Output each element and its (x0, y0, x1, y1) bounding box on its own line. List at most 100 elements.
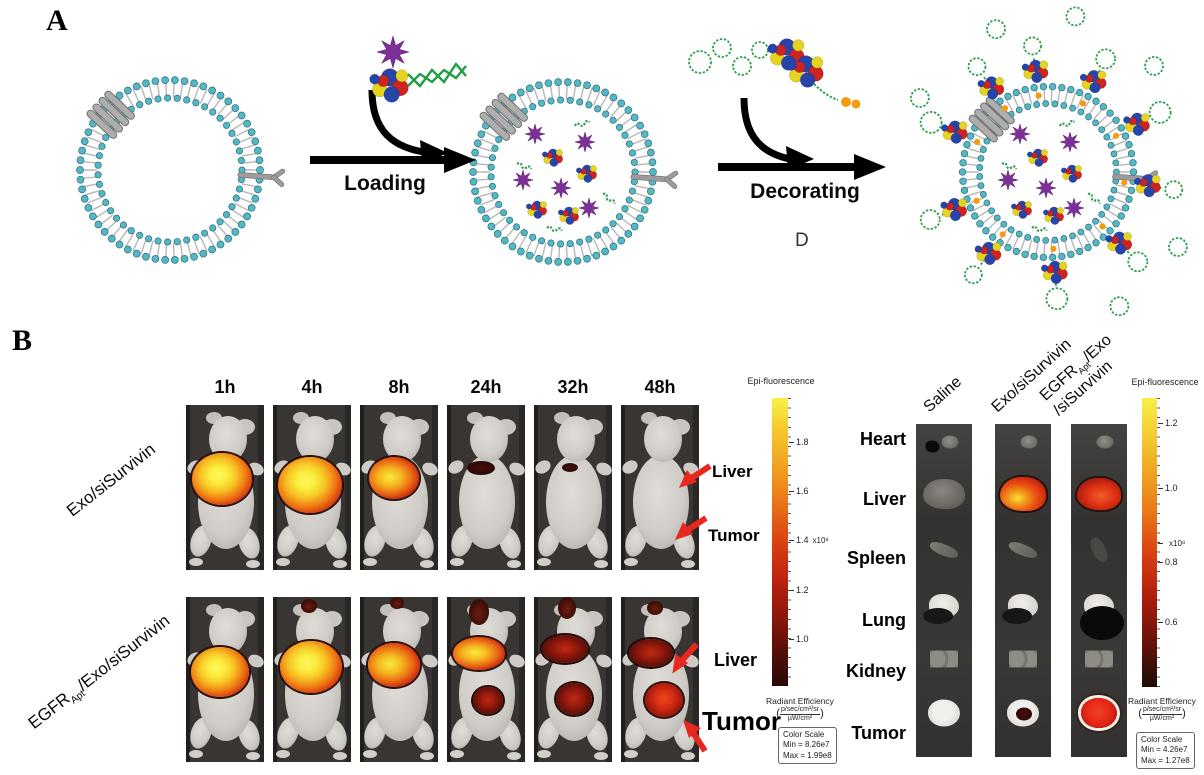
colorbar-tick-label: 1.8 (789, 437, 809, 448)
red-arrow-icon (672, 514, 708, 544)
organ-label-spleen: Spleen (846, 548, 906, 568)
decorated-exosome-diagram (909, 6, 1188, 317)
colorbar-tick-label: 1.2 (1158, 418, 1178, 429)
mouse-image (186, 405, 264, 570)
fluorescence-blob (562, 463, 578, 472)
mouse-image (360, 597, 438, 762)
fluorescence-blob (645, 683, 683, 717)
organ-shape-heart (1020, 435, 1038, 449)
exosome-diagram (76, 76, 286, 264)
mouse-image (621, 597, 699, 762)
fluorescence-blob (301, 599, 317, 613)
panel-d-stray-label: D (795, 230, 809, 251)
loaded-exosome-diagram (469, 78, 679, 266)
fluorescence-blob (191, 647, 249, 697)
fluorescence-blob (473, 687, 503, 714)
mouse-image (186, 597, 264, 762)
colorbar-minor-ticks (1157, 398, 1160, 687)
row-label-text: EGFR (24, 688, 74, 733)
organ-shape-lung (1002, 594, 1038, 624)
colorbar-title: Epi-fluorescence (1131, 377, 1199, 387)
annotation-label-tumor: Tumor (708, 526, 760, 545)
mouse-image (621, 405, 699, 570)
mouse-image (360, 405, 438, 570)
organ-shape-tumor (928, 699, 960, 727)
fluorescence-blob (467, 461, 495, 475)
organ-shape-lung (923, 594, 959, 624)
mouse-image (534, 405, 612, 570)
organ-shape-liver (1077, 478, 1121, 510)
red-arrow-icon (676, 462, 712, 492)
colorbar-multiplier: x10⁸ (1169, 539, 1186, 549)
mouse-image (447, 597, 525, 762)
exosome-schematic (76, 6, 1188, 317)
fluorescence-blob (558, 597, 576, 619)
colorbar-tick-label: 1.0 (1158, 482, 1178, 493)
fluorescence-blob (542, 635, 588, 663)
loading-arrow-icon (310, 89, 476, 173)
colorbar-title: Epi-fluorescence (747, 376, 815, 386)
timepoint-label: 24h (470, 377, 502, 397)
organ-shape-heart (925, 435, 959, 453)
fluorescence-blob (556, 683, 592, 715)
fluorescence-blob (629, 639, 673, 667)
timepoint-label: 4h (301, 377, 323, 397)
red-arrow-icon (663, 640, 706, 678)
column-header-egfr-apt-exo-sisurvivin: EGFRApt/Exo/siSurvivin (1037, 331, 1129, 419)
colorbar-gradient (772, 398, 788, 686)
fluorescence-blob (192, 453, 252, 505)
organ-shape-liver (1000, 477, 1046, 511)
organ-label-lung: Lung (862, 610, 906, 630)
colorbar-multiplier: x10⁸ (812, 535, 829, 545)
colorbar-minor-ticks (788, 398, 791, 686)
loading-step-label: Loading (344, 172, 426, 195)
mouse-image (534, 597, 612, 762)
organ-shape-liver (923, 479, 965, 509)
mouse-silhouette (447, 412, 525, 568)
timepoint-label: 8h (388, 377, 410, 397)
fluorescence-blob (369, 457, 419, 499)
cargo-molecule-icons (369, 35, 861, 109)
fluorescence-blob (647, 601, 663, 615)
colorbar-tick-label: 0.6 (1158, 616, 1178, 627)
column-header-text: Saline (920, 373, 965, 416)
organ-label-liver: Liver (862, 489, 906, 509)
organ-shape-lung (1080, 594, 1124, 640)
organ-shape-tumor (1081, 698, 1117, 728)
colorbar-tick-label: x10⁸ (1157, 538, 1186, 549)
fluorescence-blob (469, 599, 489, 625)
mouse-image (273, 405, 351, 570)
organ-shape-heart (1096, 435, 1114, 449)
organ-shape-kidney (930, 650, 958, 668)
panel-a-label: A (46, 4, 68, 37)
mouse-silhouette (447, 604, 525, 760)
row-label-egfr-apt-exo-sisurvivin: EGFRApt/Exo/siSurvivin (14, 603, 185, 744)
fluorescence-blob (390, 597, 404, 609)
colorbar-tick-label: 0.8 (1158, 556, 1178, 567)
annotation-label-tumor: Tumor (702, 706, 781, 736)
organ-shape-kidney (1009, 650, 1037, 668)
organ-shape-kidney (1085, 650, 1113, 668)
colorbar-tick-label: 1.0 (789, 634, 809, 645)
organ-label-tumor: Tumor (851, 723, 906, 743)
row-label-text: Exo/siSurvivin (63, 439, 159, 521)
fluorescence-blob (368, 643, 420, 687)
timepoint-label: 48h (644, 377, 676, 397)
timepoint-label: 1h (214, 377, 236, 397)
mouse-silhouette (534, 412, 612, 568)
mouse-image (447, 405, 525, 570)
decorating-arrow-icon (718, 97, 886, 180)
fluorescence-blob (278, 457, 342, 513)
colorbar-tick-label: 1.6 (789, 485, 809, 496)
mouse-silhouette (534, 604, 612, 760)
timepoint-label: 32h (557, 377, 589, 397)
colorbar-tick-label: 1.2 (789, 585, 809, 596)
annotation-label-liver: Liver (712, 462, 753, 481)
fluorescence-blob (280, 641, 342, 693)
